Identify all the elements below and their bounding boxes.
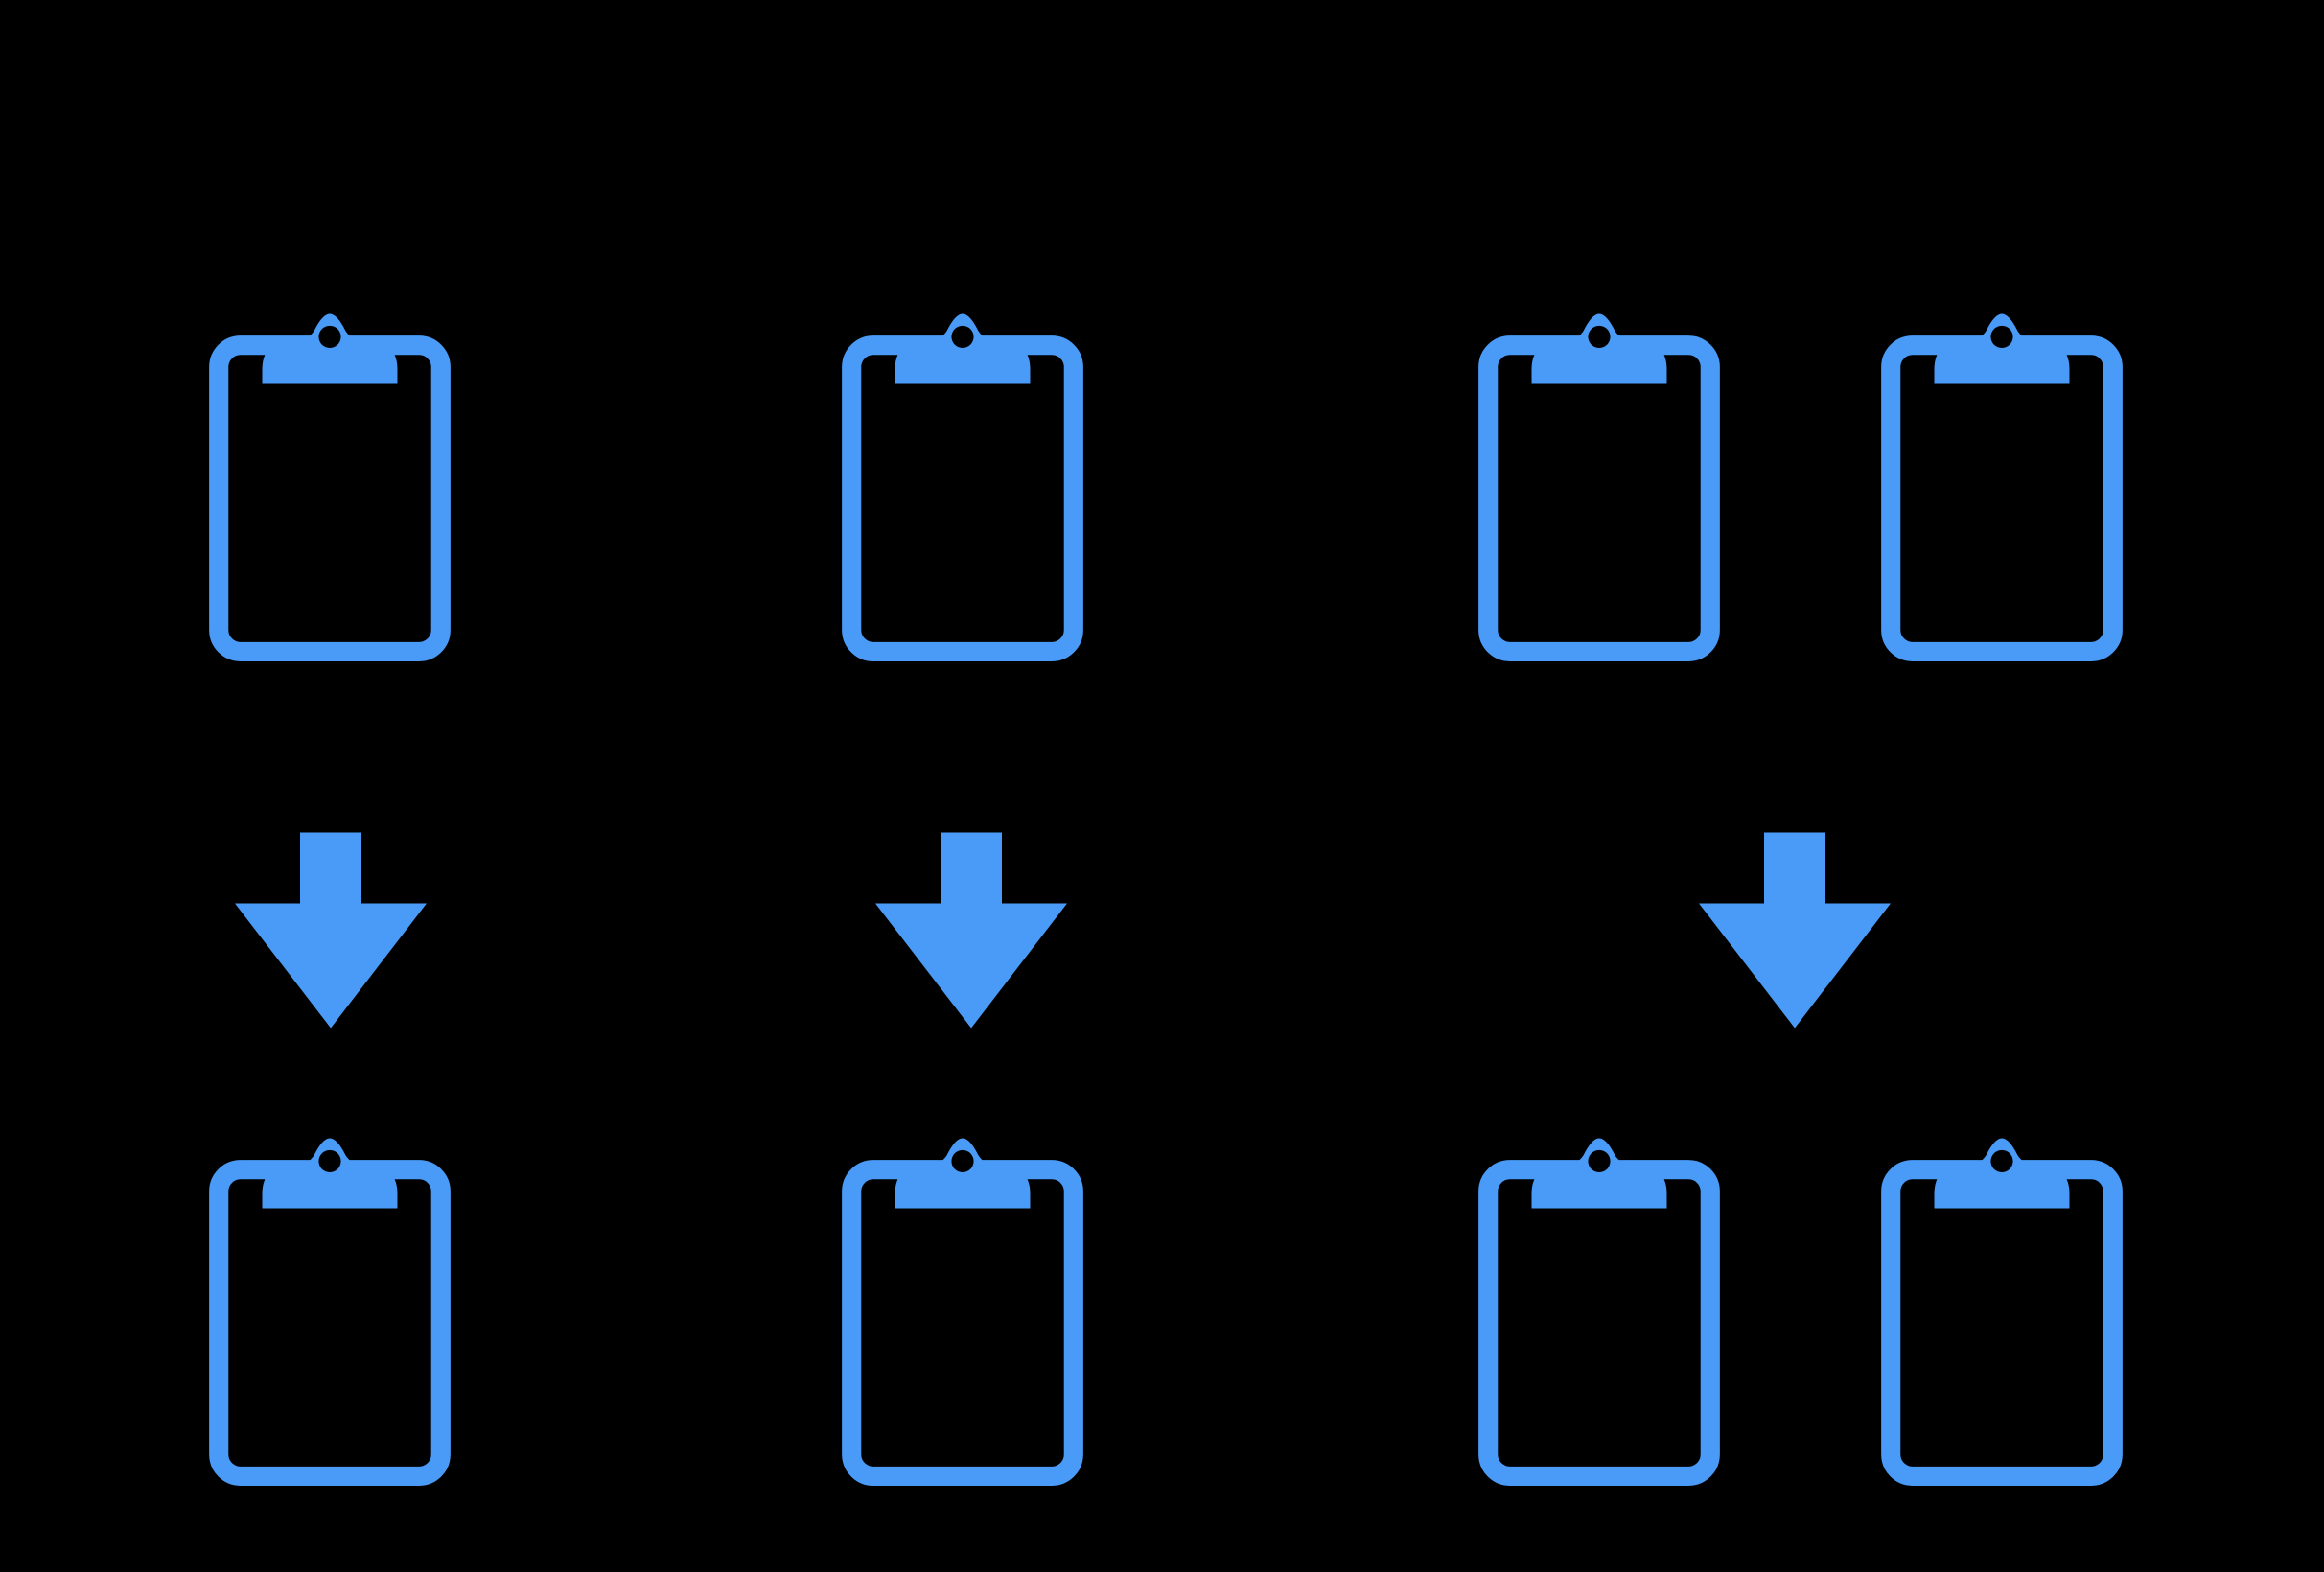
clipboard-board (1478, 1160, 1720, 1486)
clipboard-clip-hole (1990, 1149, 2013, 1173)
arrow-down-1[interactable] (235, 832, 427, 1029)
clipboard-top-4[interactable] (1881, 312, 2123, 661)
clipboard-top-1[interactable] (209, 312, 451, 661)
clipboard-clip-hole (318, 1149, 341, 1173)
arrow-down-shape (875, 832, 1067, 1029)
clipboard-bottom-4[interactable] (1881, 1136, 2123, 1486)
clipboard-clip (895, 1138, 1031, 1209)
arrow-down-3[interactable] (1699, 832, 1891, 1029)
clipboard-clip (262, 313, 398, 384)
clipboard-clip-hole (951, 325, 974, 349)
clipboard-clip (262, 1138, 398, 1209)
clipboard-bottom-3[interactable] (1478, 1136, 1720, 1486)
clipboard-bottom-2[interactable] (842, 1136, 1083, 1486)
clipboard-top-3[interactable] (1478, 312, 1720, 661)
arrow-down-shape (1699, 832, 1891, 1029)
clipboard-top-2[interactable] (842, 312, 1083, 661)
clipboard-clip (1934, 1138, 2070, 1209)
clipboard-clip (1531, 313, 1667, 384)
clipboard-clip-hole (951, 1149, 974, 1173)
clipboard-clip-hole (318, 325, 341, 349)
clipboard-clip-hole (1588, 1149, 1611, 1173)
clipboard-clip-hole (1990, 325, 2013, 349)
arrow-down-shape (235, 832, 427, 1029)
clipboard-clip (895, 313, 1031, 384)
clipboard-clip-hole (1588, 325, 1611, 349)
clipboard-bottom-1[interactable] (209, 1136, 451, 1486)
clipboard-board (1881, 1160, 2123, 1486)
clipboard-board (842, 1160, 1083, 1486)
clipboard-clip (1531, 1138, 1667, 1209)
arrow-down-2[interactable] (875, 832, 1067, 1029)
clipboard-board (209, 1160, 451, 1486)
clipboard-clip (1934, 313, 2070, 384)
